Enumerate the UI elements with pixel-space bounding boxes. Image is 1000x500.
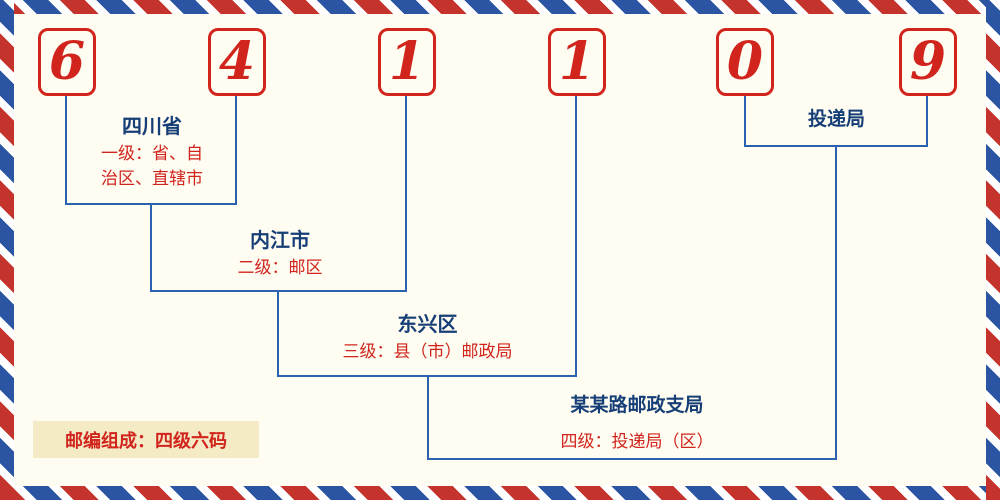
postal-digit-1: 6 bbox=[48, 31, 86, 92]
connector-line bbox=[575, 96, 577, 377]
airmail-border-left bbox=[0, 0, 14, 500]
airmail-border-right bbox=[986, 0, 1000, 500]
postal-digit-3: 1 bbox=[388, 31, 426, 92]
delivery-office-label: 投递局 bbox=[745, 106, 928, 135]
footer-note-badge: 邮编组成：四级六码 bbox=[33, 421, 259, 458]
connector-line bbox=[427, 375, 429, 460]
connector-line bbox=[150, 203, 152, 292]
postal-digit-5: 0 bbox=[726, 31, 764, 92]
digit-box-1: 6 bbox=[38, 28, 96, 96]
postal-digit-6: 9 bbox=[909, 31, 947, 92]
connector-line bbox=[405, 96, 407, 292]
postal-digit-2: 4 bbox=[218, 31, 256, 92]
level-3-label: 东兴区 三级：县（市）邮政局 bbox=[280, 310, 575, 365]
level-3-name: 东兴区 bbox=[397, 314, 458, 336]
connector-line bbox=[427, 458, 837, 460]
connector-line bbox=[926, 96, 928, 145]
digit-box-3: 1 bbox=[378, 28, 436, 96]
level-4-name: 某某路邮政支局 bbox=[570, 395, 704, 416]
postal-digit-4: 1 bbox=[558, 31, 596, 92]
level-1-desc-line2: 治区、直辖市 bbox=[101, 168, 203, 188]
connector-line bbox=[835, 145, 837, 460]
level-1-desc-line1: 一级：省、自 bbox=[101, 144, 203, 163]
digit-box-2: 4 bbox=[208, 28, 266, 96]
airmail-border-top bbox=[0, 0, 1000, 14]
connector-line bbox=[235, 96, 237, 203]
delivery-office-name: 投递局 bbox=[807, 109, 865, 130]
level-1-name: 四川省 bbox=[122, 116, 182, 138]
level-3-desc: 三级：县（市）邮政局 bbox=[342, 342, 513, 361]
digit-box-6: 9 bbox=[899, 28, 957, 96]
footer-note-text: 邮编组成：四级六码 bbox=[65, 430, 227, 451]
level-2-desc: 二级：邮区 bbox=[237, 258, 323, 277]
level-1-label: 四川省 一级：省、自 治区、直辖市 bbox=[66, 112, 238, 191]
level-4-label: 某某路邮政支局 四级：投递局（区） bbox=[487, 392, 787, 454]
digit-box-4: 1 bbox=[548, 28, 606, 96]
digit-box-5: 0 bbox=[716, 28, 774, 96]
level-4-desc: 四级：投递局（区） bbox=[560, 431, 714, 451]
level-2-label: 内江市 二级：邮区 bbox=[180, 226, 380, 281]
connector-line bbox=[744, 96, 746, 145]
connector-line bbox=[65, 96, 67, 203]
connector-line bbox=[277, 290, 279, 377]
level-2-name: 内江市 bbox=[250, 230, 310, 252]
airmail-border-bottom bbox=[0, 486, 1000, 500]
